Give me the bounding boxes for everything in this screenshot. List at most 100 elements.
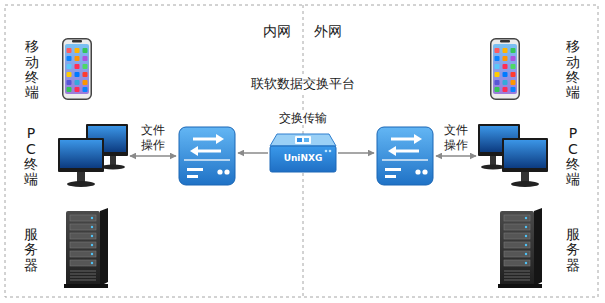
region-label: 交换传输	[277, 111, 329, 125]
drive-bay	[70, 251, 96, 257]
arrow-shaft	[391, 138, 415, 141]
terminal-label: 服务器	[22, 227, 40, 273]
monitor-screen	[504, 140, 546, 168]
app-icon	[503, 87, 508, 92]
mobile-terminal-icon	[62, 38, 92, 100]
pc-terminal-icon	[478, 122, 548, 188]
region-label: 内网	[261, 23, 293, 40]
server: 服务器	[496, 208, 582, 288]
app-icon	[511, 80, 516, 85]
tower-grille	[70, 271, 96, 272]
server-divider	[382, 159, 428, 161]
terminal-label: PC终端	[564, 126, 582, 188]
region-label: 外网	[312, 23, 344, 40]
tower-grille	[70, 280, 96, 281]
app-icon	[503, 48, 508, 53]
drive-bay	[70, 260, 96, 266]
app-icon	[75, 48, 80, 53]
exchange-server-icon	[377, 127, 433, 185]
gateway-device-icon	[270, 134, 336, 172]
monitor-screen	[60, 140, 102, 168]
app-icon	[67, 80, 72, 85]
app-icon	[511, 48, 516, 53]
app-icon	[83, 48, 88, 53]
drive-led	[91, 262, 93, 264]
tower-base	[64, 284, 108, 288]
mobile-terminal: 移动终端	[23, 38, 92, 101]
arrow-head	[388, 146, 396, 156]
status-bar	[187, 168, 203, 171]
app-icon	[495, 56, 500, 61]
app-icon	[83, 72, 88, 77]
app-icon	[503, 56, 508, 61]
exchange-server-icon	[179, 127, 235, 185]
tower-grille	[504, 277, 530, 278]
app-icon	[67, 72, 72, 77]
pc-icon	[478, 124, 548, 187]
connector-arrow	[238, 152, 268, 154]
status-led	[422, 169, 427, 174]
pc-terminal: PC终端	[22, 122, 128, 188]
exchange-server	[376, 126, 434, 186]
app-icon	[83, 64, 88, 69]
app-icon	[503, 80, 508, 85]
status-led	[224, 169, 229, 174]
app-icon	[83, 87, 88, 92]
terminal-label: PC终端	[22, 126, 40, 188]
drive-bay	[70, 224, 96, 230]
drive-led	[91, 235, 93, 237]
tower-side	[534, 208, 542, 286]
monitor-base	[481, 165, 505, 170]
exchange-server	[178, 126, 236, 186]
app-icon	[511, 72, 516, 77]
status-led	[415, 169, 420, 174]
drive-led	[525, 226, 527, 228]
arrow-head	[414, 134, 422, 144]
drive-bay	[504, 242, 530, 248]
drive-led	[525, 235, 527, 237]
device-led	[325, 150, 328, 153]
monitor-base	[67, 181, 95, 187]
pc-icon	[58, 124, 128, 187]
tower-grille	[70, 274, 96, 275]
gateway-device-icon	[270, 134, 336, 172]
terminal-label: 移动终端	[23, 39, 41, 101]
app-icon	[67, 56, 72, 61]
app-icon	[67, 48, 72, 53]
gateway-device: UniNXG	[270, 134, 336, 172]
app-icon	[495, 48, 500, 53]
status-bar	[385, 175, 396, 178]
arrow-shaft	[395, 150, 419, 153]
app-icon	[83, 56, 88, 61]
status-bar	[385, 168, 401, 171]
exchange-server-icon	[376, 126, 434, 186]
connector-arrow	[436, 155, 476, 157]
monitor-base	[511, 181, 539, 187]
monitor-frame	[58, 138, 104, 172]
connector-arrow	[338, 152, 374, 154]
drive-led	[525, 262, 527, 264]
app-icon	[75, 72, 80, 77]
app-icon	[495, 64, 500, 69]
arrow-head	[216, 134, 224, 144]
drive-bay	[70, 215, 96, 221]
device-logo-part	[297, 138, 302, 142]
tower-body	[500, 211, 534, 286]
app-icon	[75, 87, 80, 92]
device-led	[329, 150, 332, 153]
app-icon	[67, 87, 72, 92]
tower-base	[498, 284, 542, 288]
mobile-terminal-icon	[490, 38, 520, 100]
app-icon	[75, 80, 80, 85]
phone-body	[491, 39, 520, 100]
phone-screen	[65, 44, 89, 94]
server: 服务器	[22, 208, 110, 288]
monitor-frame	[502, 138, 548, 172]
arrow-shaft	[193, 138, 217, 141]
tower-grille	[504, 280, 530, 281]
monitor-base	[101, 165, 125, 170]
drive-led	[525, 244, 527, 246]
app-icon	[511, 87, 516, 92]
app-icon	[503, 64, 508, 69]
